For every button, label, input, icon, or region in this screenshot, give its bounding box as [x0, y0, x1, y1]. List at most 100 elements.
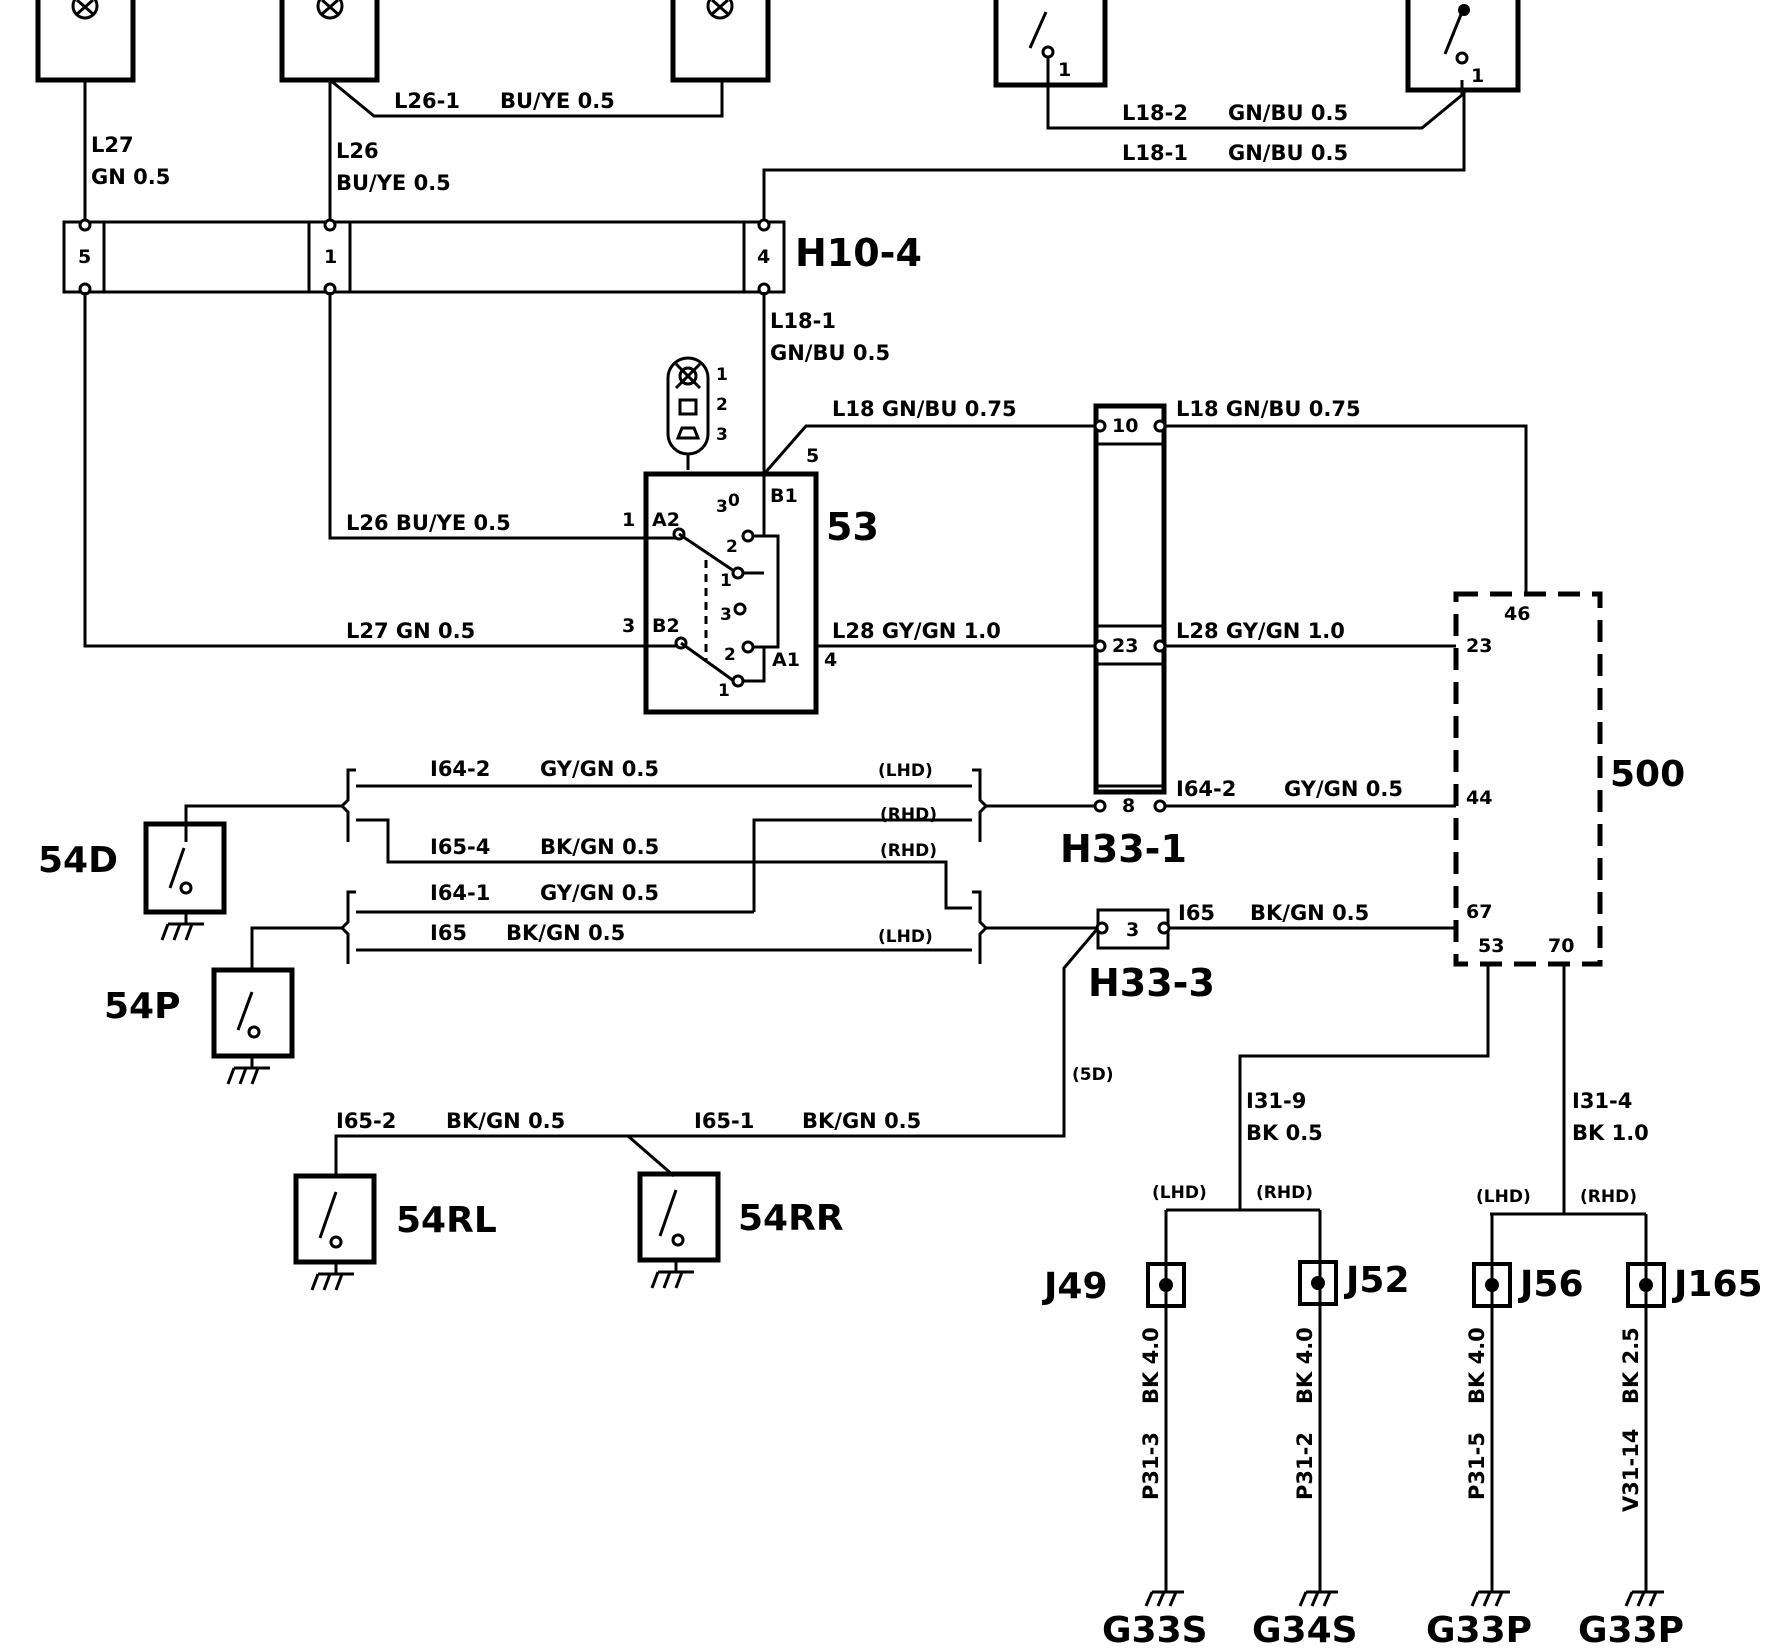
- wire-label: I65-2: [336, 1109, 396, 1133]
- pin-label: 10: [1112, 415, 1138, 437]
- pin-label: 3: [716, 497, 728, 517]
- pin-label: 3: [716, 425, 728, 445]
- component-label: 54P: [104, 986, 180, 1027]
- pin-label: 46: [1504, 603, 1530, 625]
- component-label: 500: [1610, 754, 1685, 795]
- wire-label: I31-9: [1246, 1089, 1306, 1113]
- splice-j49: J49: [1041, 1210, 1186, 1592]
- pin-label: 4: [824, 649, 837, 671]
- pin-label: 1: [718, 681, 730, 701]
- wire-label: P31-2: [1293, 1432, 1317, 1500]
- pin-label: B1: [770, 485, 798, 507]
- variant-label: (RHD): [880, 841, 937, 861]
- door-switch-54d: 54D: [38, 821, 227, 941]
- door-switch-54p: 54P: [104, 967, 295, 1085]
- wire-label: I64-2: [430, 757, 490, 781]
- splice-label: J165: [1671, 1264, 1763, 1305]
- wire-label: L26: [336, 139, 379, 163]
- ground-label: G33P: [1578, 1610, 1684, 1648]
- pin-label: B2: [652, 615, 680, 637]
- wire-label: GY/GN 0.5: [540, 757, 659, 781]
- wire-label: BK/GN 0.5: [802, 1109, 921, 1133]
- ground-icon: [650, 1270, 694, 1289]
- wire-label: L27 GN 0.5: [346, 619, 475, 643]
- pin-label: 67: [1466, 901, 1492, 923]
- variant-label: (LHD): [878, 761, 933, 781]
- wire-label: I64-2: [1176, 777, 1236, 801]
- wire-label: GY/GN 0.5: [1284, 777, 1403, 801]
- wire-label: I65: [1178, 901, 1215, 925]
- ground-icon: [1144, 1590, 1184, 1607]
- wire-label: BU/YE 0.5: [500, 89, 615, 113]
- wire-label: BK/GN 0.5: [506, 921, 625, 945]
- wire-label: BK 4.0: [1293, 1327, 1317, 1404]
- door-switch-54rr: 54RR: [637, 1171, 844, 1289]
- wire-label: I64-1: [430, 881, 490, 905]
- pin-label: 1: [324, 246, 337, 268]
- ground-label: G33P: [1426, 1610, 1532, 1648]
- lamp-icon: [71, 0, 99, 20]
- wire-label: BK 4.0: [1139, 1327, 1163, 1404]
- ground-icon: [1470, 1590, 1510, 1607]
- switch-connector-top-left: 1: [993, 0, 1108, 88]
- pin-label: 2: [716, 395, 728, 415]
- wire-label: L18-2: [1122, 101, 1188, 125]
- door-switch-54rl: 54RL: [293, 1173, 497, 1291]
- pin-label: 1: [720, 571, 732, 591]
- pin-label: 23: [1112, 635, 1138, 657]
- pin-label: 1: [1058, 59, 1071, 81]
- component-label: 54RL: [396, 1200, 497, 1241]
- component-label: 54D: [38, 840, 118, 881]
- component-label: 54RR: [738, 1198, 844, 1239]
- wire-label: I65-1: [694, 1109, 754, 1133]
- wire-label: L18 GN/BU 0.75: [1176, 397, 1361, 421]
- ground-label: G34S: [1252, 1610, 1358, 1648]
- variant-label: (RHD): [1580, 1187, 1637, 1207]
- wire-label: L28 GY/GN 1.0: [832, 619, 1001, 643]
- pin-label: 2: [724, 645, 736, 665]
- pin-label: A1: [772, 649, 800, 671]
- wire-label: L26-1: [394, 89, 460, 113]
- connector-label: H33-1: [1060, 827, 1187, 871]
- pin-label: 23: [1466, 635, 1492, 657]
- connector-label: H10-4: [795, 231, 922, 275]
- pin-label: 44: [1466, 787, 1492, 809]
- wire-label: BU/YE 0.5: [336, 171, 451, 195]
- component-label: 53: [826, 505, 879, 549]
- pin-label: 1: [1471, 65, 1484, 87]
- splice-j56: J56: [1472, 1214, 1584, 1592]
- ground-icon: [310, 1272, 354, 1291]
- wire-label: P31-5: [1465, 1432, 1489, 1500]
- ground-icon: [1298, 1590, 1338, 1607]
- connector-label: H33-3: [1088, 961, 1215, 1005]
- module-500: 46 23 44 67 53 70 500: [1453, 591, 1685, 967]
- wire-label: BK/GN 0.5: [540, 835, 659, 859]
- pin-label: 70: [1548, 935, 1574, 957]
- connector-h33-3: 3 H33-3: [1088, 908, 1215, 1005]
- wire-label: BK 0.5: [1246, 1121, 1323, 1145]
- wire-label: L28 GY/GN 1.0: [1176, 619, 1345, 643]
- pin-label: A2: [652, 509, 680, 531]
- light-control-icon: [666, 356, 710, 470]
- pin-label: 8: [1122, 795, 1135, 817]
- variant-label: (RHD): [880, 805, 937, 825]
- switch-connector-top-right: 1: [1405, 0, 1521, 93]
- variant-label: (LHD): [878, 927, 933, 947]
- wire-label: I31-4: [1572, 1089, 1632, 1113]
- connector-h33-1: 10 23 8 H33-1: [1060, 403, 1187, 871]
- wire-label: GN 0.5: [91, 165, 170, 189]
- pin-label: 3: [720, 605, 732, 625]
- wire-label: L18-1: [770, 309, 836, 333]
- pin-label: 53: [1478, 935, 1504, 957]
- pin-label: 0: [728, 491, 740, 511]
- wire-label: L27: [91, 133, 134, 157]
- lamp-connector-middle: [279, 0, 380, 83]
- connector-h10-4: 5 1 4 H10-4: [62, 218, 922, 296]
- wire-label: BK/GN 0.5: [1250, 901, 1369, 925]
- switch-53: 53 A2 B1 B2 A1 3 0 2 1 3 2 1: [643, 471, 879, 715]
- wire-label: GN/BU 0.5: [770, 341, 890, 365]
- splice-label: J52: [1343, 1260, 1410, 1301]
- lamp-connector-right: [670, 0, 771, 83]
- wire-label: V31-14: [1619, 1429, 1643, 1512]
